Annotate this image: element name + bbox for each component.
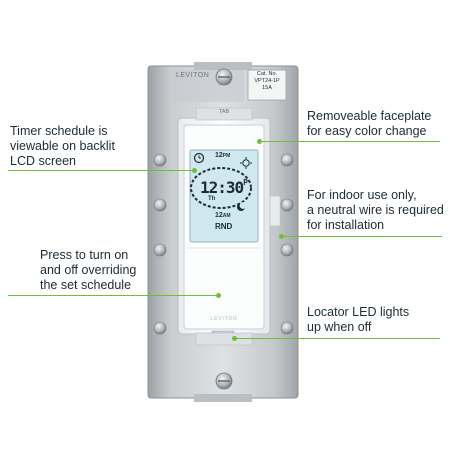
callout-line: for easy color change: [307, 124, 427, 138]
catalog-label-line: Cat. No.: [256, 71, 278, 77]
tab-mark: TAB: [218, 109, 230, 115]
leader-locator: [236, 338, 440, 339]
callout-locator: Locator LED lights up when off: [307, 305, 447, 335]
yoke-brand: LEVITON: [176, 72, 210, 79]
callout-line: for installation: [307, 218, 385, 232]
leader-press-dot: [216, 293, 221, 298]
catalog-label-line: VPT24-1P: [254, 78, 280, 84]
clock-icon: [193, 152, 205, 164]
yoke-sticker: [174, 70, 244, 102]
lcd-top-number: 12: [215, 152, 223, 159]
callout-line: Timer schedule is: [10, 124, 108, 138]
callout-indoor: For indoor use only, a neutral wire is r…: [307, 188, 449, 233]
leader-indoor-dot: [279, 234, 284, 239]
lcd-day: Th: [208, 196, 216, 202]
lcd-time-digits: 12:30: [200, 178, 244, 197]
yoke-tab-bottom: [194, 394, 252, 402]
catalog-label: Cat. No. VPT24-1P 15A: [249, 71, 285, 92]
lcd-time: 12:30P: [200, 178, 248, 197]
callout-line: the set schedule: [40, 278, 132, 292]
leader-faceplate-dot: [257, 139, 262, 144]
catalog-label-line: 15A: [262, 85, 272, 91]
yoke-tab-top: [194, 62, 252, 70]
callout-press: Press to turn on and off overriding the …: [40, 248, 190, 293]
leader-indoor: [282, 236, 442, 237]
callout-line: LCD screen: [10, 154, 76, 168]
lcd-meridiem: P: [243, 178, 248, 187]
lcd-dial: [190, 167, 252, 209]
callout-line: up when off: [307, 320, 372, 334]
moon-icon: [237, 202, 247, 211]
terminal-screws-right: [280, 153, 294, 335]
callout-line: Locator LED lights: [307, 305, 410, 319]
callout-line: and off overriding: [40, 263, 137, 277]
leader-locator-dot: [232, 336, 237, 341]
leader-timer: [8, 170, 194, 171]
callout-timer-schedule: Timer schedule is viewable on backlit LC…: [10, 124, 160, 169]
callout-line: For indoor use only,: [307, 188, 417, 202]
leader-press: [8, 295, 218, 296]
terminal-screws-left: [153, 153, 167, 335]
lcd-screen: [189, 149, 259, 243]
lcd-mode: RND: [215, 222, 233, 231]
leader-faceplate: [260, 141, 440, 142]
label-box: [247, 69, 287, 101]
callout-line: viewable on backlit: [10, 139, 115, 153]
callout-faceplate: Removeable faceplate for easy color chan…: [307, 109, 447, 139]
button-brand: LEVITON: [210, 316, 238, 322]
callout-line: Removeable faceplate: [307, 109, 432, 123]
lcd-top-marker: 12PM: [215, 152, 230, 159]
callout-line: a neutral wire is required: [307, 203, 444, 217]
callout-line: Press to turn on: [40, 248, 129, 262]
lcd-top-suffix: PM: [222, 153, 231, 159]
lcd-bottom-suffix: AM: [222, 213, 231, 219]
lcd-bottom-number: 12: [215, 212, 223, 219]
sun-icon: [240, 157, 252, 169]
lcd-bottom-marker: 12AM: [215, 212, 231, 219]
leader-timer-dot: [192, 168, 197, 173]
